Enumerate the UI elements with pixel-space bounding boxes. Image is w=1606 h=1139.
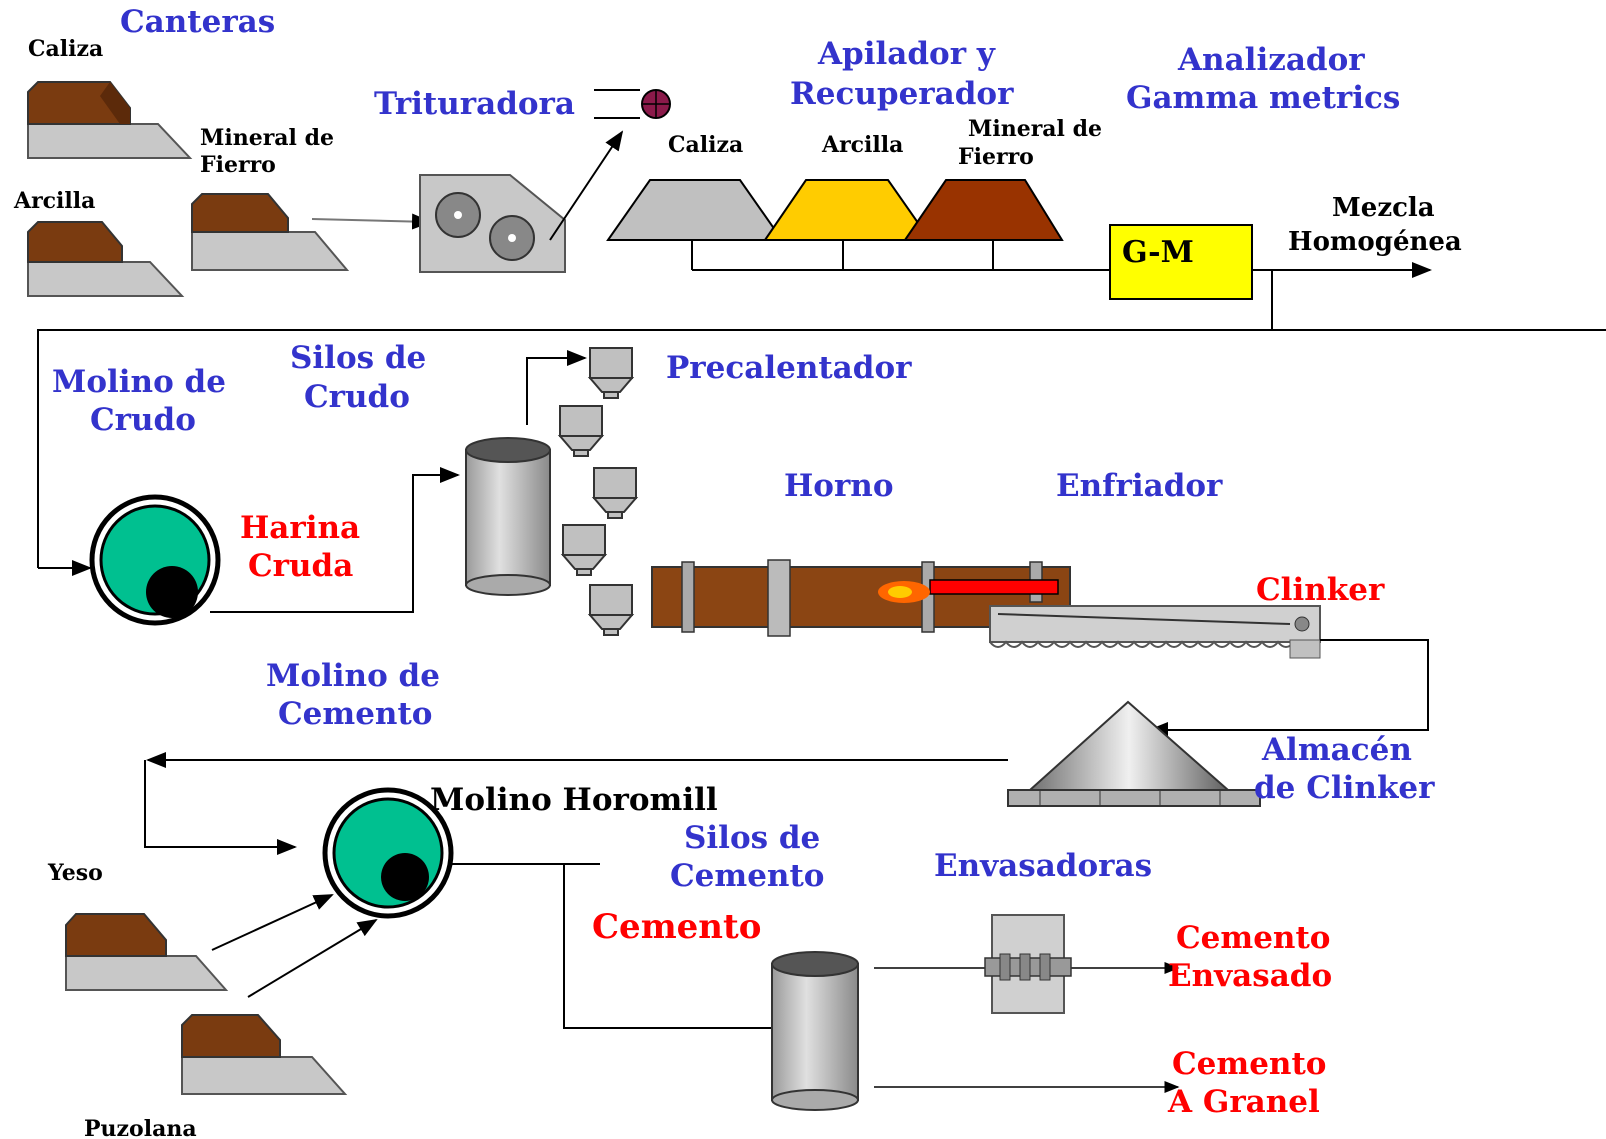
gm-analyzer-box <box>1109 224 1253 300</box>
caliza-quarry-label: Caliza <box>28 36 103 62</box>
crusher-output-arrow <box>549 130 624 241</box>
mineral-stock-label-1: Mineral de <box>968 116 1102 142</box>
apilador-label-2: Recuperador <box>790 76 1014 112</box>
mezcla-label-2: Homogénea <box>1288 227 1462 257</box>
almacen-label-1: Almacén <box>1261 732 1412 768</box>
mineral-quarry-label-1: Mineral de <box>200 125 334 151</box>
reclaimer-lines <box>691 240 1110 271</box>
arcilla-quarry-label: Arcilla <box>13 188 95 214</box>
cemento-envasado-label-1: Cemento <box>1176 920 1330 956</box>
puzolana-arrow <box>247 918 378 998</box>
kiln-icon <box>651 559 1071 637</box>
silos-crudo-label-2: Crudo <box>304 379 410 415</box>
mineral-quarry-label-2: Fierro <box>200 152 276 178</box>
yeso-label: Yeso <box>47 860 103 886</box>
mineral-stockpile <box>903 179 1064 241</box>
caliza-stockpile <box>606 179 784 241</box>
preheater-cyclones-icon <box>557 347 639 636</box>
apilador-label-1: Apilador y <box>817 36 996 72</box>
cement-to-silo <box>563 864 772 1029</box>
crusher-icon <box>419 174 566 273</box>
cement-mill-feed-arrow <box>144 760 297 855</box>
envasadoras-label: Envasadoras <box>934 848 1152 884</box>
silos-crudo-label-1: Silos de <box>290 340 426 376</box>
burner-flame-icon <box>878 579 1059 603</box>
horno-label: Horno <box>784 468 894 504</box>
clinker-label: Clinker <box>1256 572 1385 608</box>
harina-label-1: Harina <box>240 510 360 546</box>
trituradora-label: Trituradora <box>374 86 575 122</box>
mineral-pile-icon <box>191 193 350 271</box>
mezcla-label-1: Mezcla <box>1332 193 1435 223</box>
analizador-label-1: Analizador <box>1177 42 1365 78</box>
molino-crudo-label-1: Molino de <box>52 364 226 400</box>
puzolana-label: Puzolana <box>84 1116 197 1139</box>
raw-meal-arrow <box>210 467 460 613</box>
horomill-label: Molino Horomill <box>430 782 718 818</box>
cement-silo-icon <box>771 951 859 1111</box>
cemento-granel-label-2: A Granel <box>1167 1084 1320 1120</box>
arcilla-pile-icon <box>27 221 185 297</box>
raw-mill-icon <box>89 494 221 626</box>
enfriador-label: Enfriador <box>1056 468 1223 504</box>
cemento-granel-label-1: Cemento <box>1172 1046 1326 1082</box>
yeso-arrow <box>211 894 334 951</box>
silo-to-preheater-arrow <box>526 350 587 425</box>
mineral-stock-label-2: Fierro <box>958 144 1034 170</box>
silos-cemento-label-1: Silos de <box>684 820 820 856</box>
packer-icon <box>984 914 1072 1014</box>
puzolana-pile-icon <box>181 1014 348 1095</box>
cemento-label: Cemento <box>592 907 761 947</box>
main-feed-line <box>37 270 1606 568</box>
conveyor-head-icon <box>594 89 671 119</box>
arcilla-stockpile <box>763 179 932 241</box>
caliza-stock-label: Caliza <box>668 132 743 158</box>
almacen-label-2: de Clinker <box>1254 770 1435 806</box>
clinker-to-store-arrow <box>1148 639 1429 738</box>
analizador-label-2: Gamma metrics <box>1126 80 1400 116</box>
molino-crudo-label-2: Crudo <box>90 402 196 438</box>
clinker-store-icon <box>1007 700 1261 807</box>
gm-label: G-M <box>1122 235 1194 270</box>
cemento-envasado-label-2: Envasado <box>1168 958 1332 994</box>
yeso-pile-icon <box>65 913 229 991</box>
molino-cemento-label-1: Molino de <box>266 658 440 694</box>
cement-mill-icon <box>322 787 454 919</box>
precalentador-label: Precalentador <box>666 350 912 386</box>
harina-label-2: Cruda <box>248 548 353 584</box>
raw-silo-icon <box>465 437 551 596</box>
silos-cemento-label-2: Cemento <box>670 858 824 894</box>
feed-arrow <box>311 213 432 230</box>
caliza-pile-icon <box>27 81 193 159</box>
cooler-icon <box>989 605 1321 659</box>
arcilla-stock-label: Arcilla <box>821 132 903 158</box>
canteras-label: Canteras <box>120 4 275 40</box>
molino-cemento-label-2: Cemento <box>278 696 432 732</box>
